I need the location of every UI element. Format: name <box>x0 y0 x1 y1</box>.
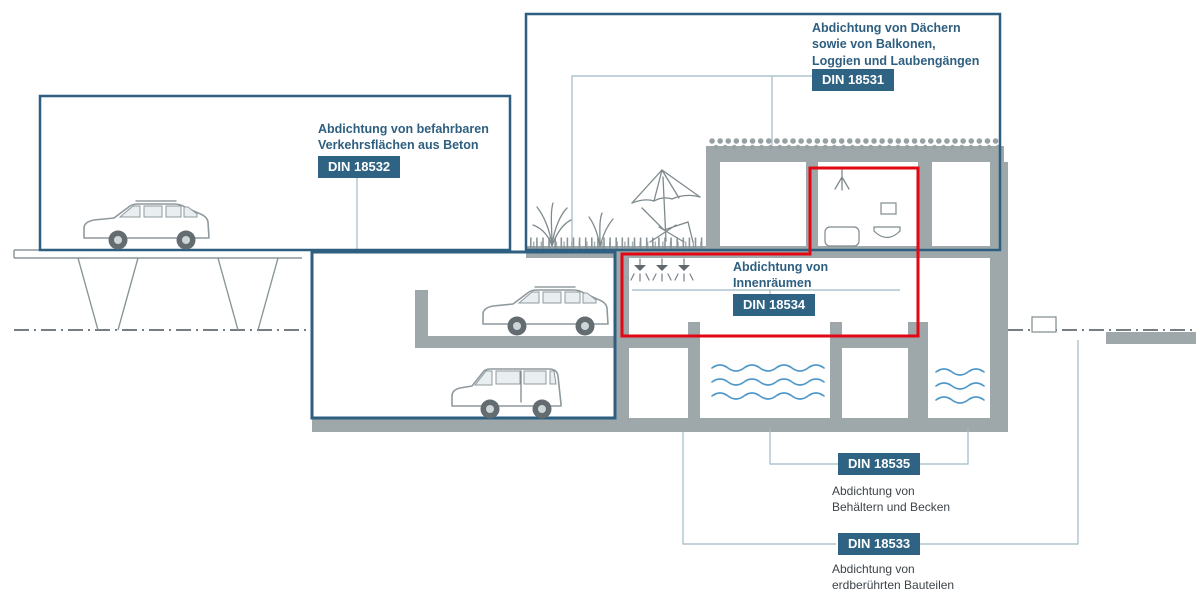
car-station-wagon-bridge <box>83 200 210 250</box>
din18531-zone-outline <box>524 12 1002 252</box>
din18534-zone-highlight <box>620 166 920 338</box>
din18532-title: Abdichtung von befahrbaren Verkehrsfläch… <box>318 122 489 153</box>
din18535-title: Abdichtung von Behältern und Becken <box>832 484 951 514</box>
din18533-badge[interactable]: DIN 18533 <box>838 533 921 555</box>
shrub <box>532 202 572 247</box>
din18532-badge[interactable]: DIN 18532 <box>318 156 401 178</box>
din18535-badge[interactable]: DIN 18535 <box>838 453 921 475</box>
bridge-structure <box>13 249 302 331</box>
din18533-title: Abdichtung von erdberührten Bauteilen <box>832 562 955 592</box>
din18531-title: Abdichtung von Dächern sowie von Balkone… <box>812 21 980 68</box>
din18532-zone-outline <box>38 94 512 252</box>
shower-icon <box>834 169 850 191</box>
parking-deck-outline <box>310 250 617 420</box>
car-minivan-garage <box>451 368 562 419</box>
mirror-icon <box>880 202 897 215</box>
shrub <box>588 212 614 248</box>
ceiling-shower-icon <box>674 258 694 282</box>
ceiling-shower-icon <box>630 258 650 282</box>
ceiling-shower-icon <box>652 258 672 282</box>
washbasin-icon <box>873 226 901 239</box>
din18531-badge[interactable]: DIN 18531 <box>812 69 895 91</box>
connector-din18531 <box>571 75 812 244</box>
car-station-wagon-garage <box>482 286 609 336</box>
deck-chair-icon <box>641 207 694 243</box>
water-waves-basin-left <box>711 364 825 400</box>
connector-din18533 <box>682 340 1079 545</box>
water-waves-basin-right <box>935 368 985 404</box>
din18534-title: Abdichtung von Innenräumen <box>733 260 829 291</box>
din18534-badge[interactable]: DIN 18534 <box>733 294 816 316</box>
bathroom-fixtures <box>824 169 901 247</box>
bathtub-icon <box>824 226 860 247</box>
light-well <box>1031 316 1057 333</box>
